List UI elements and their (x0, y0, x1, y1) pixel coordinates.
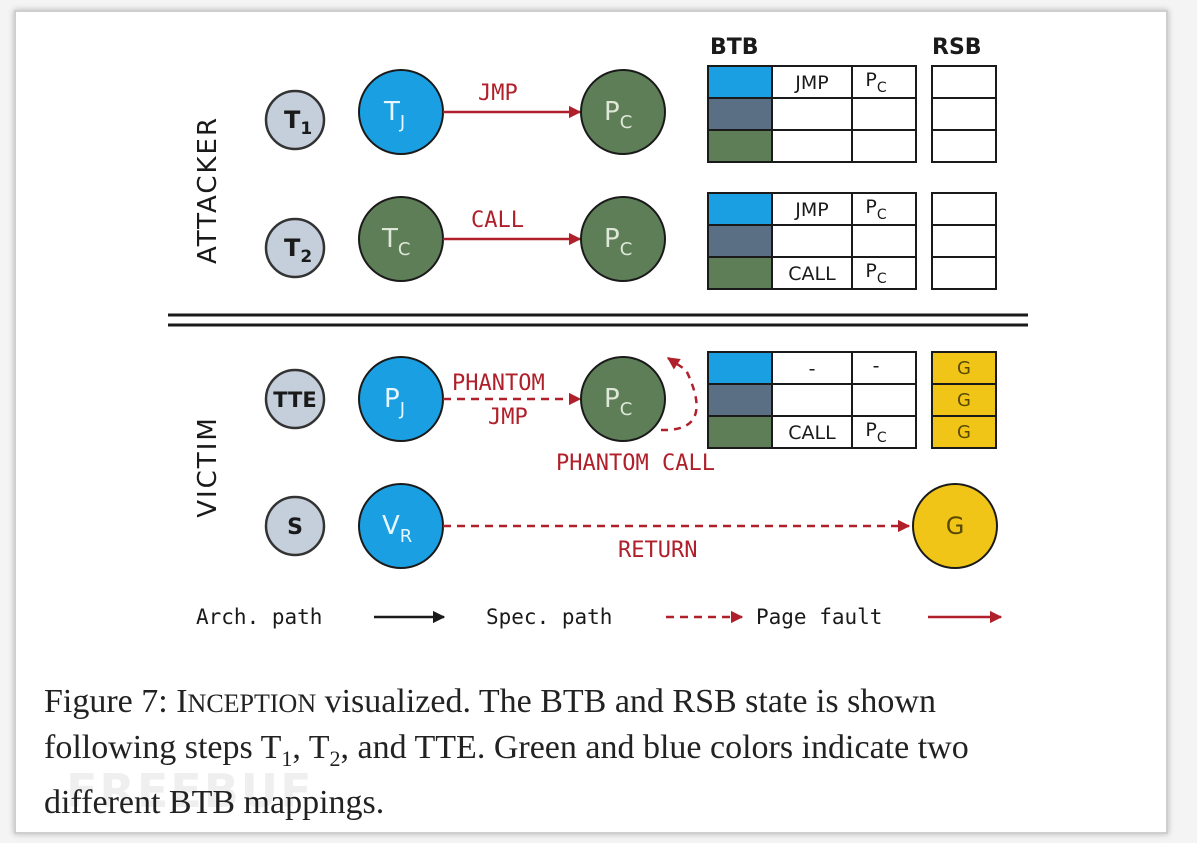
btb-table-victim-tte: - - CALL PC (707, 351, 917, 449)
btb-table-attacker-t2: JMP PC CALL PC (707, 192, 917, 290)
rsb-cell (931, 351, 997, 385)
svg-text:TJ: TJ (383, 97, 405, 133)
svg-text:PJ: PJ (384, 384, 405, 420)
watermark-logo: FREEBUF (66, 764, 314, 818)
svg-text:T2: T2 (284, 234, 312, 267)
btb-target-text: - (873, 355, 880, 377)
btb-cell (851, 224, 917, 258)
node-tj: TJ (358, 69, 444, 155)
node-pc-2: PC (580, 196, 666, 282)
rsb-cell (931, 256, 997, 290)
node-vr: VR (358, 483, 444, 569)
btb-cell (851, 256, 917, 290)
rsb-cell (931, 415, 997, 449)
node-t2: T2 (264, 217, 326, 279)
caption-line-3: different BTB mappings. (44, 783, 385, 821)
edge-phantom-call-loop (660, 356, 698, 432)
rsb-table-victim-tte: GGG (931, 351, 997, 449)
btb-target-text: PC (865, 419, 886, 446)
btb-cell (851, 129, 917, 163)
rsb-cell (931, 129, 997, 163)
btb-swatch (707, 415, 773, 449)
node-t1: T1 (264, 89, 326, 151)
btb-swatch (707, 97, 773, 131)
btb-swatch (707, 224, 773, 258)
btb-swatch (707, 383, 773, 417)
edge-phantom-call-label: PHANTOM CALL (556, 451, 715, 476)
svg-text:VR: VR (382, 511, 412, 547)
node-pj: PJ (358, 356, 444, 442)
figure-frame: ATTACKER VICTIM BTB RSB T1 TJ JMP PC T2 … (14, 10, 1168, 834)
edge-call-label: CALL (471, 208, 524, 233)
btb-cell (851, 97, 917, 131)
rsb-cell (931, 192, 997, 226)
victim-label: VICTIM (193, 416, 223, 518)
caption-line-2: following steps T1, T2, and TTE. Green a… (44, 729, 969, 771)
svg-text:PC: PC (604, 224, 632, 260)
btb-cell (771, 383, 853, 417)
attacker-label: ATTACKER (193, 116, 223, 264)
node-tc: TC (358, 196, 444, 282)
edge-phantom-jmp-label-2: JMP (488, 405, 528, 430)
btb-swatch (707, 129, 773, 163)
edge-return-label: RETURN (618, 538, 697, 563)
btb-target-text: PC (865, 260, 886, 287)
svg-text:PC: PC (604, 384, 632, 420)
btb-cell (851, 65, 917, 99)
svg-text:G: G (946, 512, 965, 540)
rsb-cell (931, 224, 997, 258)
rsb-cell-text: G (957, 390, 971, 411)
legend-fault-label: Page fault (756, 605, 882, 629)
btb-cell (851, 351, 917, 385)
btb-header: BTB (710, 35, 759, 60)
btb-table-attacker-t1: JMP PC (707, 65, 917, 163)
btb-cell-text: - (809, 358, 816, 380)
legend-spec-label: Spec. path (486, 605, 612, 629)
svg-text:PC: PC (604, 97, 632, 133)
legend-arch-label: Arch. path (196, 605, 322, 629)
caption-line-1: Figure 7: INCEPTION visualized. The BTB … (44, 683, 936, 720)
rsb-table-attacker-t1 (931, 65, 997, 163)
svg-text:TC: TC (381, 224, 410, 260)
btb-cell (771, 192, 853, 226)
btb-swatch (707, 256, 773, 290)
node-pc-1: PC (580, 69, 666, 155)
btb-swatch (707, 65, 773, 99)
btb-cell (771, 97, 853, 131)
btb-cell (771, 224, 853, 258)
btb-cell-text: CALL (788, 263, 836, 285)
btb-swatch (707, 351, 773, 385)
edge-jmp-label: JMP (478, 81, 518, 106)
rsb-cell (931, 97, 997, 131)
svg-text:S: S (287, 515, 303, 540)
node-s: S (264, 495, 326, 557)
btb-target-text: PC (865, 196, 886, 223)
inception-diagram: ATTACKER VICTIM BTB RSB T1 TJ JMP PC T2 … (168, 35, 1028, 629)
btb-cell (771, 415, 853, 449)
rsb-header: RSB (932, 35, 982, 60)
node-tte: TTE (264, 368, 326, 430)
rsb-cell (931, 65, 997, 99)
node-pc-3: PC (580, 356, 666, 442)
btb-cell (851, 415, 917, 449)
figure-caption: Figure 7: INCEPTION visualized. The BTB … (44, 680, 1179, 825)
rsb-table-attacker-t2 (931, 192, 997, 290)
rsb-cell (931, 383, 997, 417)
btb-cell-text: CALL (788, 422, 836, 444)
btb-cell-text: JMP (794, 199, 828, 221)
node-g: G (912, 483, 998, 569)
btb-cell (851, 383, 917, 417)
rsb-cell-text: G (957, 422, 971, 443)
btb-cell (771, 129, 853, 163)
rsb-cell-text: G (957, 358, 971, 379)
btb-swatch (707, 192, 773, 226)
edge-phantom-jmp-label-1: PHANTOM (452, 371, 545, 396)
btb-target-text: PC (865, 69, 886, 96)
svg-text:T1: T1 (284, 106, 312, 139)
btb-cell-text: JMP (794, 72, 828, 94)
svg-text:TTE: TTE (273, 388, 316, 412)
